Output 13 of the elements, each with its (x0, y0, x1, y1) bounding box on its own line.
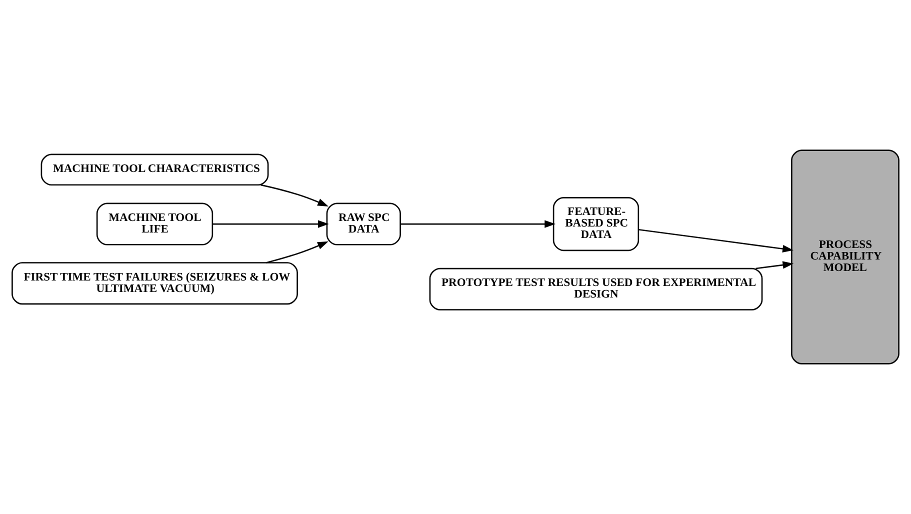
arrow (756, 261, 794, 270)
node-box: RAW SPC DATA (326, 202, 401, 246)
arrow (400, 220, 556, 228)
arrow (638, 228, 794, 253)
node-box: FIRST TIME TEST FAILURES (SEIZURES & LOW ULTIMATE VACUUM) (12, 262, 298, 305)
node-box: PROCESS CAPABILITY MODEL (791, 150, 900, 364)
node-box: MACHINE TOOL CHARACTERISTICS (40, 154, 269, 186)
node-box: PROTOTYPE TEST RESULTS USED FOR EXPERIMENTAL DESIGN (429, 268, 763, 310)
node-box: MACHINE TOOL LIFE (96, 202, 214, 246)
node-box: FEATURE-BASED SPC DATA (552, 197, 640, 252)
arrow (212, 220, 329, 228)
arrow (260, 184, 329, 207)
arrow (266, 241, 328, 264)
